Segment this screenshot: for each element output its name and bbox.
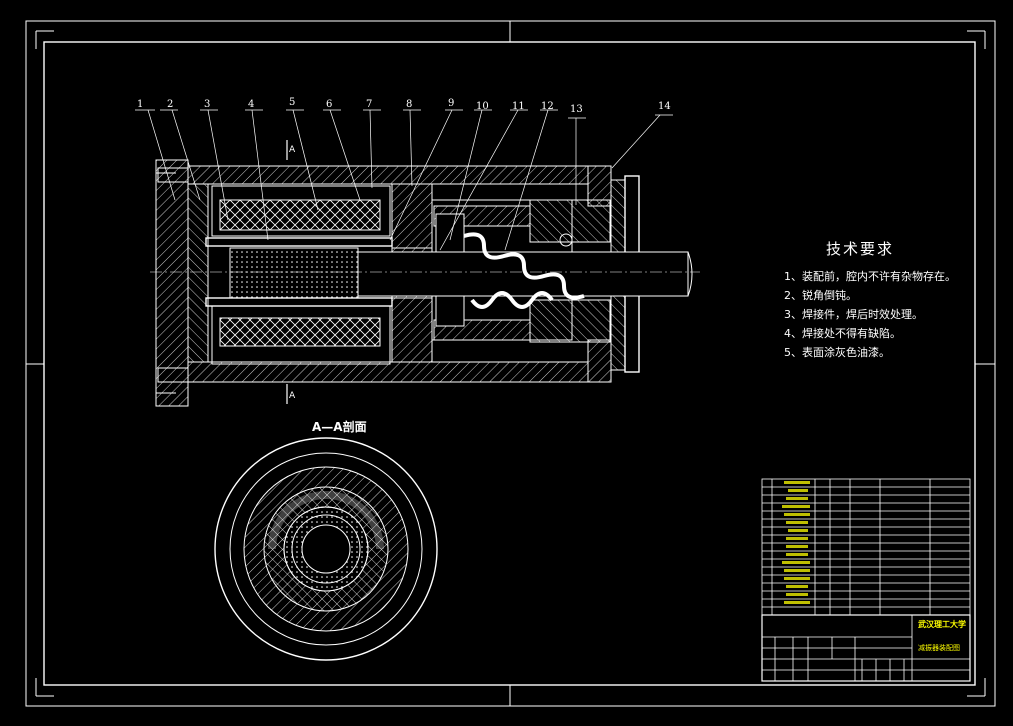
part-number-7: 7: [366, 99, 373, 110]
part-number-1: 1: [137, 99, 144, 110]
part-number-8: 8: [406, 99, 413, 110]
title-block-drawing-name: 减振器装配图: [918, 644, 960, 652]
part-number-12: 12: [541, 101, 554, 112]
sheet-border: [25, 20, 996, 707]
technical-requirements-title: 技术要求: [826, 240, 895, 258]
part-number-5: 5: [289, 97, 296, 108]
parts-list-text-marks: [782, 481, 810, 604]
part-number-9: 9: [448, 98, 455, 109]
part-number-4: 4: [248, 99, 255, 110]
title-block-school: 武汉理工大学: [918, 620, 966, 629]
part-number-6: 6: [326, 99, 333, 110]
section-title: A—A剖面: [312, 420, 367, 434]
section-marker-top: A: [289, 145, 296, 155]
requirement-item: 4、焊接处不得有缺陷。: [784, 327, 901, 340]
section-marker-bottom: A: [289, 391, 296, 401]
part-number-10: 10: [476, 101, 489, 112]
title-block: [761, 478, 971, 682]
section-aa-view: [214, 437, 438, 661]
assembly-section-view: [150, 140, 700, 407]
leader-lines: [135, 109, 673, 251]
requirement-item: 1、装配前，腔内不许有杂物存在。: [784, 270, 956, 283]
technical-requirements: 技术要求 1、装配前，腔内不许有杂物存在。 2、锐角倒钝。 3、焊接件，焊后时效…: [784, 238, 956, 362]
requirement-item: 3、焊接件，焊后时效处理。: [784, 308, 923, 321]
part-number-14: 14: [658, 101, 671, 112]
part-number-11: 11: [512, 101, 525, 112]
part-number-3: 3: [204, 99, 211, 110]
requirement-item: 5、表面涂灰色油漆。: [784, 346, 890, 359]
requirement-item: 2、锐角倒钝。: [784, 289, 857, 302]
part-number-2: 2: [167, 99, 174, 110]
part-number-13: 13: [570, 104, 583, 115]
